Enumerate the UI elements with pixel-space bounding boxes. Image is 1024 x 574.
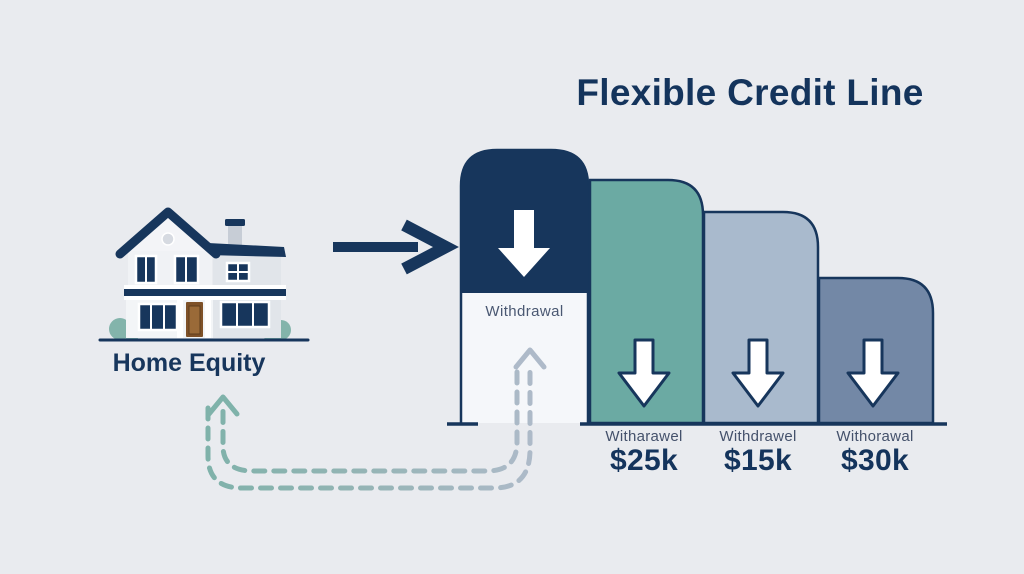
window-icon <box>219 300 271 329</box>
window-icon <box>137 302 179 332</box>
porch-column <box>177 298 183 338</box>
credit-line-bars <box>447 148 947 426</box>
withdrawal-amount: $15k <box>724 444 792 477</box>
withdrawal-amount: $25k <box>610 444 678 477</box>
right-wing-roof <box>206 243 286 257</box>
house-illustration <box>98 207 310 342</box>
dashed-up-arrow-to-credit-line <box>513 347 547 370</box>
door-icon <box>186 302 203 337</box>
withdrawal-label: Witharawel <box>605 428 683 445</box>
available-credit-bar <box>459 148 590 423</box>
page-title: Flexible Credit Line <box>576 72 924 113</box>
withdrawal-label: Withorawal <box>836 428 914 445</box>
belt-band <box>124 289 286 296</box>
withdrawal-label: Withdrawel <box>719 428 797 445</box>
arrow-down-icon <box>731 338 785 408</box>
withdrawal-bar-30k <box>817 276 935 425</box>
dashed-path-inner <box>220 369 520 474</box>
porch-column <box>205 298 211 338</box>
arrow-right-icon <box>333 219 459 275</box>
arrow-down-icon <box>846 338 900 408</box>
available-bar-caption: Withdrawal <box>485 303 564 320</box>
attic-vent-icon <box>161 232 175 246</box>
withdrawal-bar-15k <box>702 210 820 425</box>
withdrawal-bar-25k <box>588 178 705 425</box>
dashed-up-arrow-to-house <box>206 394 240 417</box>
repayment-cycle-arrows <box>205 347 547 491</box>
home-equity-label: Home Equity <box>112 349 266 377</box>
arrow-down-icon <box>617 338 671 408</box>
chimney <box>225 219 245 248</box>
gable-roof <box>115 207 221 259</box>
withdrawal-amount: $30k <box>841 444 909 477</box>
dashed-path-outer <box>205 367 533 491</box>
arrow-down-icon <box>498 210 550 277</box>
